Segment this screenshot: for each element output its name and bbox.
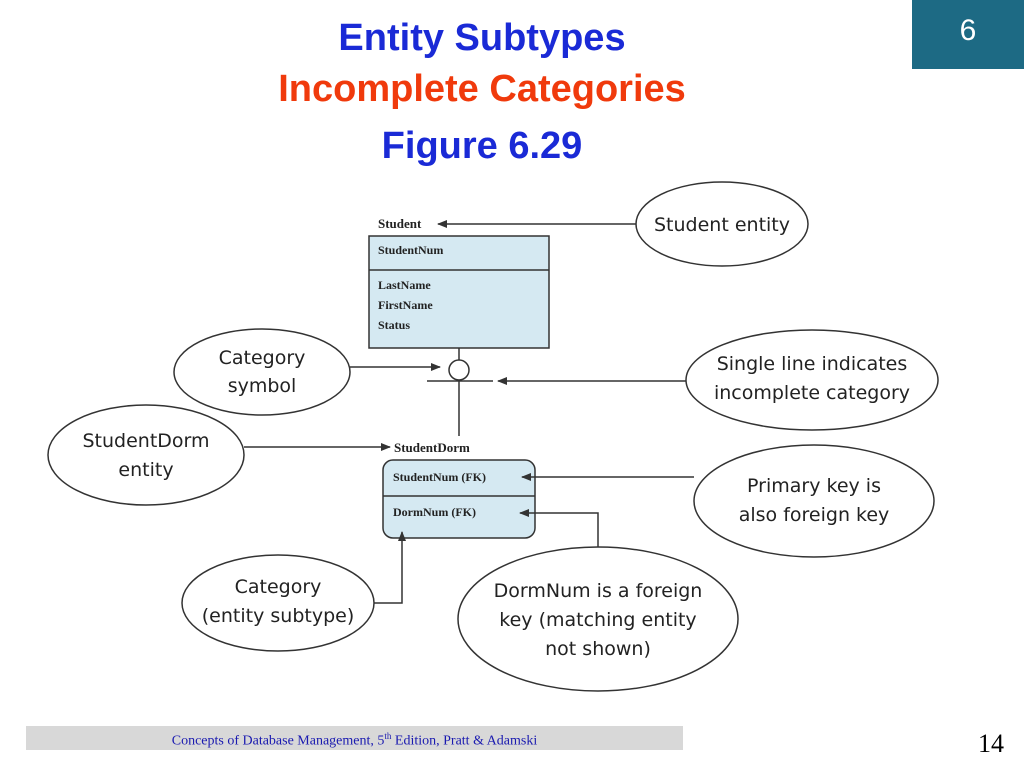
callout-dormnum: DormNum is a foreign key (matching entit… [457, 546, 739, 692]
callout-dormnum-line2: key (matching entity [499, 609, 696, 631]
connector-arrows [244, 220, 694, 604]
student-key: StudentNum [378, 243, 443, 257]
arrow-category-subtype [374, 531, 406, 604]
callout-studentdorm-entity: StudentDorm entity [47, 404, 245, 506]
chapter-number: 6 [959, 14, 977, 47]
callout-category-symbol: Category symbol [173, 328, 351, 416]
footer-citation: Concepts of Database Management, 5th Edi… [26, 731, 683, 750]
callout-single-line-line2: incomplete category [714, 382, 910, 404]
callout-category-subtype: Category (entity subtype) [181, 554, 375, 652]
studentdorm-entity-box [382, 459, 536, 539]
slide-subtitle: Incomplete Categories [278, 68, 686, 110]
footer-text-part2: Edition, Pratt & Adamski [391, 733, 538, 749]
category-symbol [427, 348, 493, 436]
callout-category-subtype-line1: Category [235, 576, 322, 598]
callout-dormnum-line1: DormNum is a foreign [494, 580, 703, 602]
callout-category-subtype-line2: (entity subtype) [202, 605, 354, 627]
figure-label: Figure 6.29 [381, 125, 583, 167]
er-diagram: Student StudentNum LastName FirstName St… [47, 181, 939, 692]
callout-primary-key-line2: also foreign key [739, 504, 890, 526]
callout-studentdorm-line1: StudentDorm [82, 430, 209, 452]
slide-title: Entity Subtypes [338, 17, 626, 59]
student-attr-status: Status [378, 318, 410, 332]
student-entity: Student StudentNum LastName FirstName St… [368, 216, 550, 349]
callout-category-symbol-line2: symbol [228, 375, 297, 397]
student-entity-box [368, 235, 550, 349]
studentdorm-entity: StudentDorm StudentNum (FK) DormNum (FK) [382, 440, 536, 539]
studentdorm-entity-name: StudentDorm [394, 440, 470, 455]
arrow-dormnum [519, 509, 599, 547]
callout-single-line-line1: Single line indicates [717, 353, 908, 375]
category-circle [448, 359, 470, 381]
footer-text-sup: th [384, 731, 392, 741]
student-attr-lastname: LastName [378, 278, 431, 292]
studentdorm-key-studentnum: StudentNum (FK) [393, 470, 486, 484]
footer-text-part1: Concepts of Database Management, 5 [171, 733, 385, 749]
callout-student-entity: Student entity [635, 181, 809, 267]
page-number: 14 [978, 729, 1004, 758]
callout-primary-key-line1: Primary key is [747, 475, 881, 497]
callout-category-symbol-line1: Category [219, 347, 306, 369]
callout-student-entity-text: Student entity [654, 214, 790, 236]
callout-dormnum-line3: not shown) [545, 638, 651, 660]
callout-single-line: Single line indicates incomplete categor… [685, 329, 939, 431]
callout-studentdorm-line2: entity [118, 459, 173, 481]
student-entity-name: Student [378, 216, 422, 231]
student-attr-firstname: FirstName [378, 298, 433, 312]
studentdorm-key-dormnum: DormNum (FK) [393, 505, 476, 519]
chapter-badge: 6 [912, 0, 1024, 69]
footer-bar [26, 726, 683, 750]
callout-primary-key: Primary key is also foreign key [693, 444, 935, 558]
